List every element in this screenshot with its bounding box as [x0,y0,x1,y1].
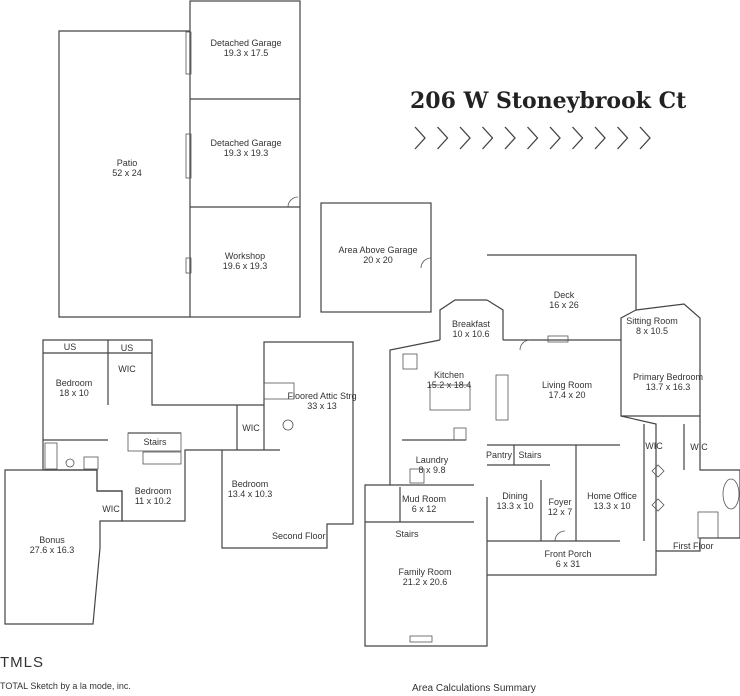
chevron-icon [549,126,561,150]
second-floor-label: Second Floor [272,531,326,541]
label-pantry: Pantry [485,450,513,460]
chevron-row [414,126,651,150]
chevron-icon [459,126,471,150]
mls-logo: TMLS [0,654,45,671]
chevron-icon [414,126,426,150]
property-address: 206 W Stoneybrook Ct [410,88,687,114]
patio-outline [58,30,190,318]
label-wic-primary-2: WIC [690,442,708,452]
label-wic-primary-1: WIC [645,441,663,451]
chevron-icon [594,126,606,150]
second-floor-plan [42,339,354,549]
first-floor-label: First Floor [673,541,714,551]
chevron-icon [639,126,651,150]
chevron-icon [572,126,584,150]
bonus-outline [4,469,123,625]
chevron-icon [482,126,494,150]
label-stairs-family: Stairs [395,529,419,539]
label-us-2: US [120,343,134,353]
chevron-icon [527,126,539,150]
label-wic-bedroom: WIC [242,423,260,433]
label-wic-bonus: WIC [102,504,120,514]
chevron-icon [617,126,629,150]
first-floor-plan [364,254,740,647]
label-us-1: US [63,342,77,352]
chevron-icon [437,126,449,150]
label-stairs-main: Stairs [518,450,542,460]
sketch-credit: TOTAL Sketch by a la mode, inc. [0,681,131,691]
label-wic-upstairs: WIC [118,364,136,374]
label-stairs-upstairs: Stairs [143,437,167,447]
area-above-garage-outline [320,202,432,313]
chevron-icon [504,126,516,150]
garage-block [185,0,301,318]
area-calculations-summary: Area Calculations Summary [412,683,536,694]
